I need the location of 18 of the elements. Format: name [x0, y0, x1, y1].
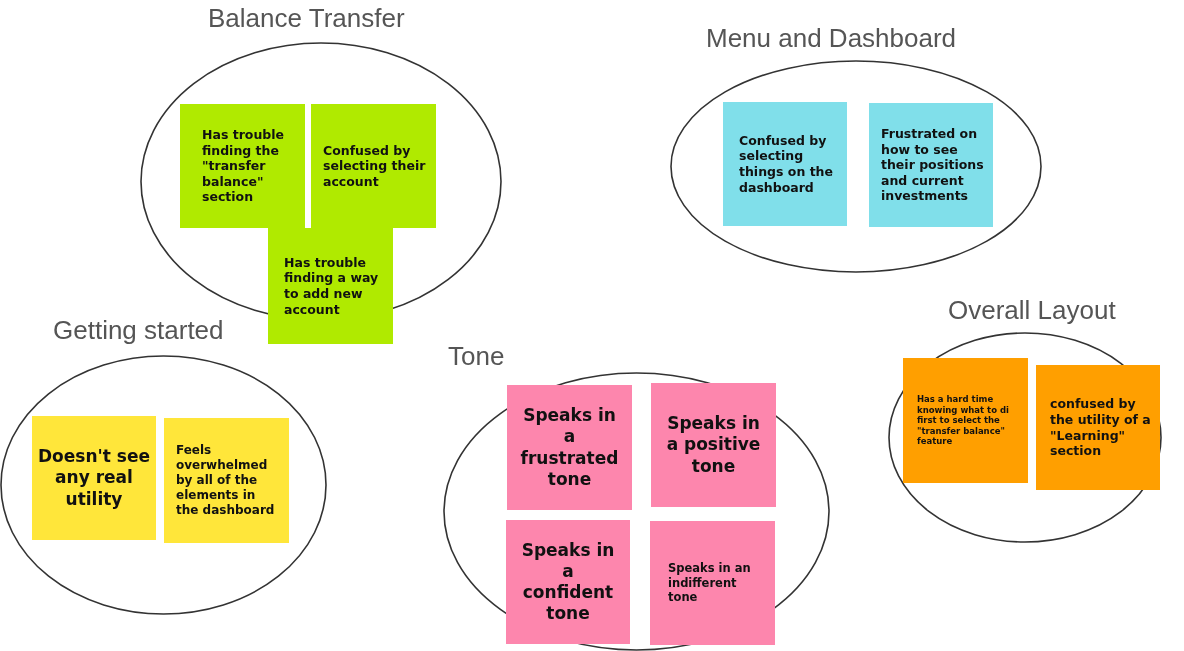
sticky-note: Has trouble finding a way to add new account	[268, 228, 393, 344]
sticky-note: Frustrated on how to see their positions and current investments	[869, 103, 993, 227]
cluster-heading: Menu and Dashboard	[706, 23, 957, 54]
sticky-note: Has a hard time knowing what to di first to select the "transfer balance" feature	[903, 358, 1028, 483]
sticky-note: Doesn't see any real utility	[32, 416, 156, 540]
cluster-heading: Overall Layout	[948, 295, 1116, 326]
cluster-heading: Balance Transfer	[208, 3, 405, 34]
sticky-note: Speaks in a positive tone	[651, 383, 776, 507]
sticky-note: confused by the utility of a "Learning" section	[1036, 365, 1160, 490]
sticky-note: Speaks in a confident tone	[506, 520, 630, 644]
sticky-note: Speaks in a frustrated tone	[507, 385, 632, 510]
cluster-heading: Getting started	[53, 315, 224, 346]
sticky-note: Confused by selecting their account	[311, 104, 436, 228]
sticky-note: Has trouble finding the "transfer balance" section	[180, 104, 305, 228]
sticky-note: Confused by selecting things on the dashboard	[723, 102, 847, 226]
cluster-heading: Tone	[448, 341, 505, 372]
sticky-note: Feels overwhelmed by all of the elements in the dashboard	[164, 418, 289, 543]
sticky-note: Speaks in an indifferent tone	[650, 521, 775, 645]
